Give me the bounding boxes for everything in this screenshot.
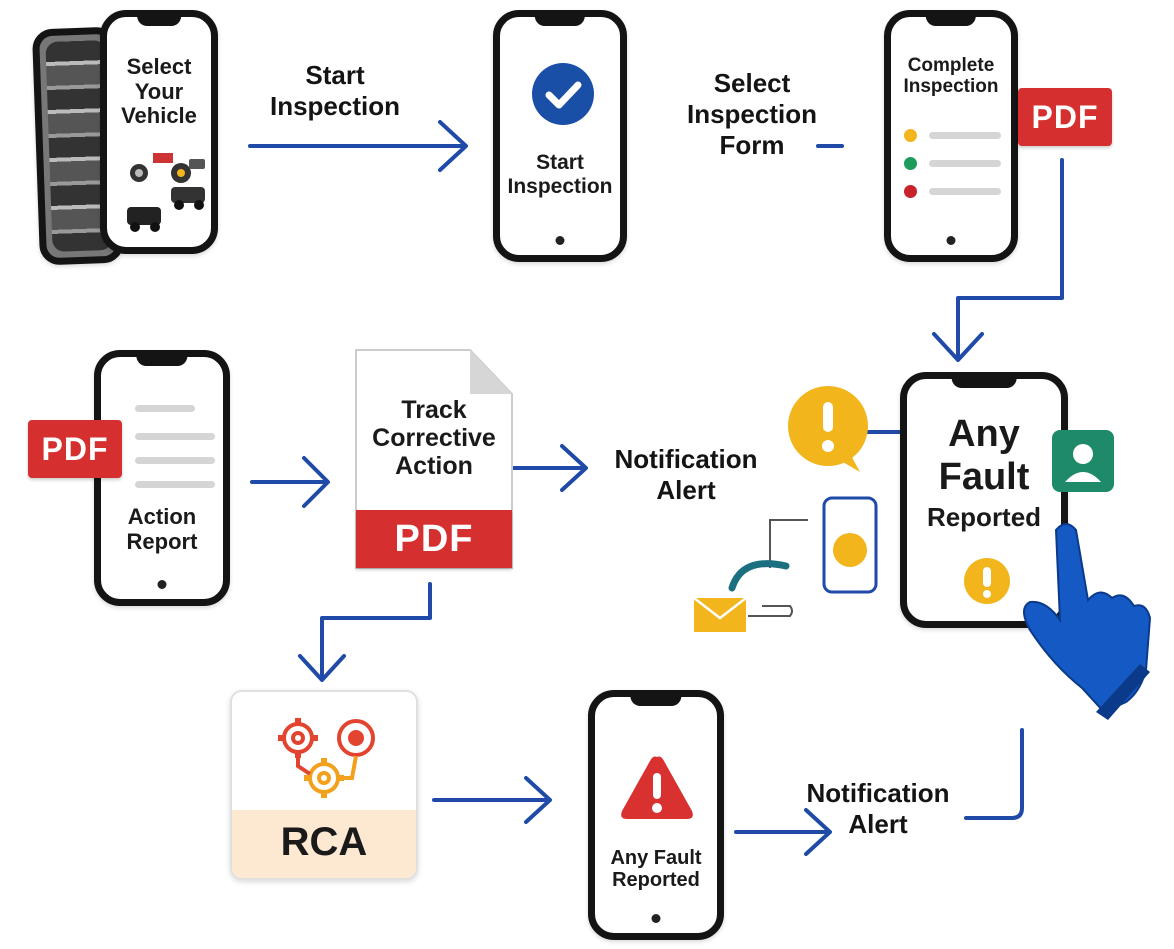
gears-icon (278, 718, 375, 798)
status-dot-green (904, 157, 917, 170)
any-fault-large-subtext: Reported (926, 502, 1042, 532)
any-fault-phone-small[interactable]: Any Fault Reported (588, 690, 724, 940)
select-vehicle-text: Select Your Vehicle (121, 54, 197, 129)
arrow-start-inspection (248, 120, 468, 172)
arrow-track-to-notification (510, 444, 588, 492)
home-button (157, 580, 167, 589)
warning-triangle-icon (621, 756, 693, 819)
alert-circle-icon (964, 558, 1010, 604)
check-circle-icon (532, 63, 594, 125)
select-vehicle-phone[interactable]: Select Your Vehicle (100, 10, 218, 254)
rca-label: RCA (280, 820, 368, 864)
start-inspection-phone[interactable]: Start Inspection (493, 10, 627, 262)
label-start-inspection: Start Inspection (269, 60, 400, 122)
status-dot-yellow (904, 129, 917, 142)
start-inspection-text: Start Inspection (507, 151, 613, 198)
home-button (946, 236, 956, 245)
arrow-fault-to-notification (734, 808, 832, 856)
status-dot-red (904, 185, 917, 198)
any-fault-small-text: Any Fault Reported (610, 847, 702, 892)
vehicle-icons (127, 153, 205, 232)
complete-inspection-text: Complete Inspection (903, 55, 999, 98)
action-report-text: Action Report (126, 504, 198, 554)
action-report-phone[interactable]: Action Report (94, 350, 230, 606)
rca-card[interactable]: RCA (230, 690, 418, 880)
any-fault-large-text: Any Fault (938, 413, 1030, 498)
arrow-track-to-rca (298, 582, 432, 682)
pdf-badge-top[interactable]: PDF (1018, 88, 1112, 146)
pdf-badge-left[interactable]: PDF (28, 420, 122, 478)
arrow-report-to-track (250, 456, 330, 508)
label-select-inspection-form: Select Inspection Form (686, 68, 817, 161)
track-corrective-action-text: Track Corrective Action (372, 396, 496, 480)
home-button (651, 914, 661, 923)
rca-band (232, 810, 416, 878)
pdf-badge-document[interactable]: PDF (356, 510, 512, 568)
mail-connectors (748, 519, 808, 617)
label-notification-alert-bottom: Notification Alert (806, 778, 950, 840)
connector-notification-to-fault (964, 728, 1024, 820)
any-fault-phone-large[interactable]: Any Fault Reported (900, 372, 1068, 628)
arrow-rca-to-fault (432, 776, 552, 824)
label-notification-alert-mid: Notification Alert (614, 444, 758, 506)
home-button (555, 236, 565, 245)
complete-inspection-phone[interactable]: Complete Inspection (884, 10, 1018, 262)
arrow-pdf-to-fault (932, 158, 1064, 362)
